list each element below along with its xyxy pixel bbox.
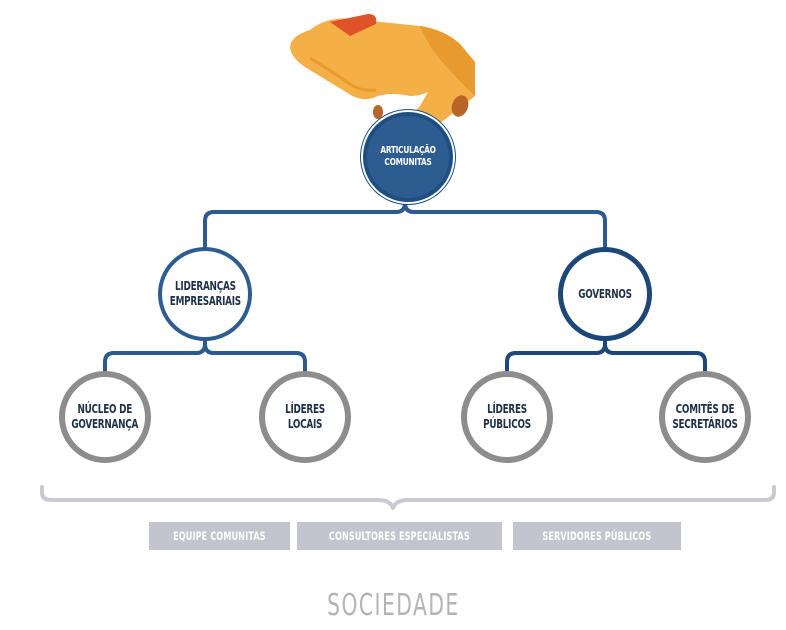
connector-left bbox=[103, 338, 307, 375]
node-label: LÍDERES LOCAIS bbox=[285, 402, 325, 431]
tag-servidores-publicos: SERVIDORES PÚBLICOS bbox=[513, 522, 681, 550]
node-comites-de-secretarios: COMITÊS DE SECRETÁRIOS bbox=[659, 371, 751, 463]
connector-right bbox=[505, 338, 707, 375]
hand-holding-icon bbox=[290, 14, 475, 130]
node-label: LÍDERES PÚBLICOS bbox=[483, 402, 531, 431]
tag-consultores-especialistas: CONSULTORES ESPECIALISTAS bbox=[297, 522, 502, 550]
node-articulacao-comunitas: ARTICULAÇÃO COMUNITAS bbox=[363, 112, 453, 202]
society-brace bbox=[40, 485, 776, 510]
node-label: NÚCLEO DE GOVERNANÇA bbox=[71, 402, 139, 431]
node-label: LIDERANÇAS EMPRESARIAIS bbox=[169, 279, 241, 308]
node-label: COMITÊS DE SECRETÁRIOS bbox=[672, 402, 738, 431]
node-lideres-publicos: LÍDERES PÚBLICOS bbox=[461, 371, 553, 463]
tag-label: SERVIDORES PÚBLICOS bbox=[542, 529, 652, 543]
node-governos: GOVERNOS bbox=[558, 247, 652, 341]
node-liderancas-empresariais: LIDERANÇAS EMPRESARIAIS bbox=[158, 247, 252, 341]
tag-label: CONSULTORES ESPECIALISTAS bbox=[329, 529, 470, 543]
node-lideres-locais: LÍDERES LOCAIS bbox=[259, 371, 351, 463]
connector-root bbox=[203, 198, 607, 250]
tag-equipe-comunitas: EQUIPE COMUNITAS bbox=[149, 522, 290, 550]
society-text: SOCIEDADE bbox=[326, 588, 460, 623]
node-label: ARTICULAÇÃO COMUNITAS bbox=[380, 144, 436, 169]
society-label: SOCIEDADE bbox=[0, 588, 786, 623]
node-nucleo-de-governanca: NÚCLEO DE GOVERNANÇA bbox=[59, 371, 151, 463]
tag-label: EQUIPE COMUNITAS bbox=[173, 529, 266, 543]
node-label: GOVERNOS bbox=[578, 286, 632, 301]
